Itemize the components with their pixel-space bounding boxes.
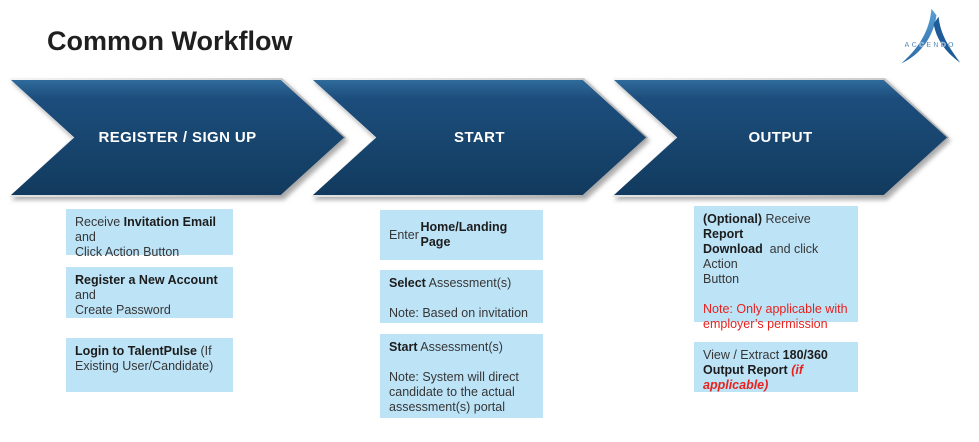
step-box-login-talentpulse: Login to TalentPulse (If Existing User/C…	[66, 338, 233, 392]
step-box-start-assessments: Start Assessment(s) Note: System will di…	[380, 334, 543, 418]
step-text-segment: Login to TalentPulse	[75, 344, 197, 358]
logo-wordmark: ACCENDO	[904, 40, 955, 49]
workflow-arrow-register: REGISTER / SIGN UP	[9, 78, 346, 197]
logo-left-stroke-icon	[901, 8, 937, 64]
workflow-arrow-start: START	[311, 78, 648, 197]
accendo-logo: ACCENDO	[901, 8, 961, 64]
step-box-report-download: (Optional) Receive Report Download and c…	[694, 206, 858, 331]
step-text-segment: Start	[389, 340, 418, 354]
step-text-segment: Register a New Account	[75, 273, 218, 287]
logo-right-stroke-icon	[933, 16, 961, 63]
workflow-arrow-output: OUTPUT	[612, 78, 949, 197]
step-text-segment: 180/360 Output Report	[703, 348, 828, 377]
page-title: Common Workflow	[47, 26, 293, 56]
step-box-receive-invitation: Receive Invitation Email and Click Actio…	[66, 209, 233, 259]
arrow-label-start: START	[454, 128, 505, 146]
step-text-segment: and Create Password	[75, 288, 171, 317]
step-text-segment: and Click Action Button	[75, 230, 180, 259]
step-text-segment: and click Action Button	[703, 242, 819, 286]
step-text-segment: (if applicable)	[703, 363, 807, 392]
step-box-select-assessments: Select Assessment(s) Note: Based on invi…	[380, 270, 543, 323]
step-text-segment: Assessment(s) Note: System will direct c…	[389, 340, 519, 414]
step-text-segment: Invitation Email	[123, 215, 217, 229]
step-text-segment: Report Download	[703, 227, 763, 256]
step-text-segment: Receive	[75, 215, 124, 229]
step-text-segment: Select	[389, 276, 426, 290]
arrow-label-output: OUTPUT	[748, 128, 813, 146]
step-text-segment: Enter	[389, 227, 423, 242]
step-box-register-account: Register a New Account and Create Passwo…	[66, 267, 233, 318]
step-text-segment: Assessment(s) Note: Based on invitation	[389, 276, 528, 320]
step-text-segment: (If Existing User/Candidate)	[75, 344, 214, 373]
step-text-segment: Note: Only applicable with employer’s pe…	[703, 302, 848, 331]
step-box-enter-home: Enter Home/Landing Page	[380, 210, 543, 260]
step-box-view-extract-report: View / Extract 180/360 Output Report (if…	[694, 342, 858, 392]
step-text-segment: Home/Landing Page	[420, 220, 511, 249]
step-text-segment: Receive	[762, 212, 815, 226]
step-text-segment: (Optional)	[703, 212, 763, 226]
arrow-label-register: REGISTER / SIGN UP	[98, 128, 257, 146]
step-text-segment: View / Extract	[703, 348, 783, 362]
